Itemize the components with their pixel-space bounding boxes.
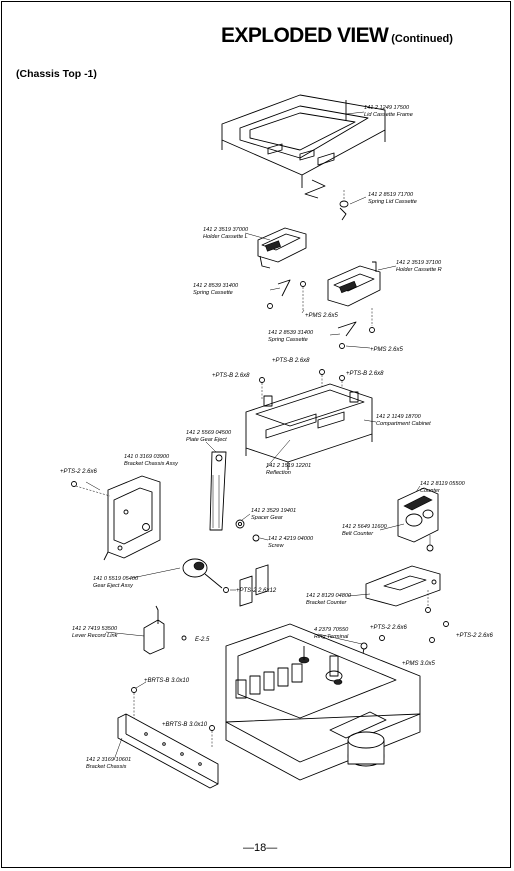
part-number: 141 2 1149 18700: [376, 414, 422, 420]
part-name: Spring Cassette: [193, 290, 233, 296]
callout-bracket-chassis-assy: 141 0 3169 03900 Bracket Chassis Assy: [124, 454, 179, 467]
holder-cassette-r-drawing: [327, 261, 381, 307]
part-name: Reflection: [266, 470, 291, 476]
counter-drawing: [397, 487, 439, 552]
part-name: Plate Gear Eject: [186, 437, 227, 443]
callout-holder-cassette-l: 141 2 3519 37000 Holder Cassette L: [203, 227, 249, 240]
screw-pts-b-mid: [319, 369, 325, 375]
callout-spring-cassette-1: 141 2 8539 31400 Spring Cassette: [193, 283, 239, 296]
part-number: 141 0 3169 03900: [124, 454, 170, 460]
screw-label: +PTS-2 2.6x6: [456, 633, 494, 639]
part-number: 141 0 5519 05400: [93, 576, 139, 582]
callout-holder-cassette-r: 141 2 3519 37100 Holder Cassette R: [396, 260, 442, 273]
spring-lid-cassette-drawing: [339, 190, 349, 221]
part-number: 141 2 8539 31400: [193, 283, 239, 289]
part-name: Compartment Cabinet: [376, 421, 431, 427]
part-number: 141 2 8119 05500: [420, 481, 466, 487]
screw-label: +PMS 3.0x5: [402, 661, 436, 667]
part-number: 141 2 3529 19401: [251, 508, 296, 514]
bracket-chassis-drawing: [117, 713, 219, 789]
part-name: Bracket Chassis Assy: [124, 461, 179, 467]
part-number: 141 2 8129 04800: [306, 593, 352, 599]
spring-cassette-2-drawing: [337, 321, 375, 349]
section-label: (Chassis Top -1): [16, 68, 97, 80]
part-name: Belt Counter: [342, 531, 374, 537]
callout-ring-terminal: 4 2379 70550 Ring Terminal: [314, 627, 349, 640]
part-name: Bracket Counter: [306, 600, 348, 606]
screw-pts-b-right: [339, 375, 345, 381]
gear-eject-assy-drawing: [182, 558, 229, 593]
screw-label: +PTS-2 2.6x12: [236, 588, 277, 594]
part-number: 141 2 3169 10601: [86, 757, 131, 763]
callout-belt-counter: 141 2 5649 11600 Belt Counter: [342, 524, 388, 537]
callout-screw: 141 2 4219 04000 Screw: [268, 536, 314, 549]
screw-label: +PTS-2 2.6x6: [370, 625, 408, 631]
part-name: Bracket Chassis: [86, 764, 127, 770]
callout-spring-lid-cassette: 141 2 8519 71700 Spring Lid Cassette: [368, 192, 417, 205]
part-number: 141 2 8539 31400: [268, 330, 314, 336]
compartment-cabinet-drawing: [245, 383, 373, 470]
part-number: 141 2 1249 17500: [364, 105, 410, 111]
title-suffix: (Continued): [391, 33, 453, 45]
part-number: 4 2379 70550: [314, 627, 349, 633]
screw-label: +PTS-B 2.6x8: [272, 358, 310, 364]
callout-counter: 141 2 8119 05500 Counter: [420, 481, 466, 494]
bracket-chassis-assy-drawing: [103, 475, 161, 561]
screw-label: +PTS-B 2.6x8: [346, 371, 384, 377]
callout-spacer-gear: 141 2 3529 19401 Spacer Gear: [251, 508, 296, 521]
part-name: Spacer Gear: [251, 515, 284, 521]
callout-bracket-chassis: 141 2 3169 10601 Bracket Chassis: [86, 757, 131, 770]
part-name: Spring Lid Cassette: [368, 199, 417, 205]
screw-label: +PMS 2.6x5: [305, 313, 339, 319]
part-number: 141 2 8519 71700: [368, 192, 414, 198]
part-number: 141 2 3519 37100: [396, 260, 442, 266]
callout-spring-cassette-2: 141 2 8539 31400 Spring Cassette: [268, 330, 314, 343]
deck-mechanism-drawing: [225, 564, 421, 781]
part-name: Holder Cassette R: [396, 267, 442, 273]
part-number: 141 2 1519 12201: [266, 463, 311, 469]
callout-lid-cassette-frame: 141 2 1249 17500 Lid Cassette Frame: [364, 105, 413, 118]
holder-cassette-l-drawing: [257, 227, 307, 269]
spacer-gear-drawing: [235, 519, 260, 542]
part-name: Gear Eject Assy: [93, 583, 134, 589]
screw-label: +BRTS-B 3.0x10: [144, 678, 190, 684]
lid-cassette-frame-drawing: [221, 94, 386, 199]
part-name: Ring Terminal: [314, 634, 349, 640]
part-name: Counter: [420, 488, 441, 494]
part-name: Lid Cassette Frame: [364, 112, 413, 118]
callout-gear-eject-assy: 141 0 5519 05400 Gear Eject Assy: [93, 576, 139, 589]
title-text: EXPLODED VIEW: [221, 24, 389, 47]
part-name: Screw: [268, 543, 285, 549]
spring-cassette-1-drawing: [267, 279, 306, 309]
callout-lever-record-link: 141 2 7419 53500 Lever Record Link: [72, 626, 119, 639]
screw-label: E-2.5: [195, 637, 210, 643]
page-number: —18—: [243, 842, 278, 854]
part-number: 141 2 3519 37000: [203, 227, 249, 233]
screw-label: +PTS-B 2.6x8: [212, 373, 250, 379]
lever-record-link-drawing: [143, 605, 187, 655]
callout-compartment-cabinet: 141 2 1149 18700 Compartment Cabinet: [376, 414, 431, 427]
callout-plate-gear-eject: 141 2 5569 04500 Plate Gear Eject: [186, 430, 232, 443]
callout-bracket-counter: 141 2 8129 04800 Bracket Counter: [306, 593, 352, 606]
part-name: Lever Record Link: [72, 633, 119, 639]
page-title: EXPLODED VIEW(Continued): [221, 24, 453, 48]
bracket-counter-drawing: [365, 565, 449, 627]
screw-pts-b-left: [259, 377, 265, 383]
part-number: 141 2 4219 04000: [268, 536, 314, 542]
screw-label: +PMS 2.6x5: [370, 347, 404, 353]
plate-gear-eject-drawing: [209, 451, 227, 531]
part-number: 141 2 7419 53500: [72, 626, 118, 632]
part-name: Spring Cassette: [268, 337, 308, 343]
callout-reflection: 141 2 1519 12201 Reflection: [266, 463, 311, 476]
screw-label: +BRTS-B 3.0x10: [162, 722, 208, 728]
part-number: 141 2 5569 04500: [186, 430, 232, 436]
screw-label: +PTS-2 2.6x6: [60, 469, 98, 475]
part-number: 141 2 5649 11600: [342, 524, 388, 530]
part-name: Holder Cassette L: [203, 234, 248, 240]
